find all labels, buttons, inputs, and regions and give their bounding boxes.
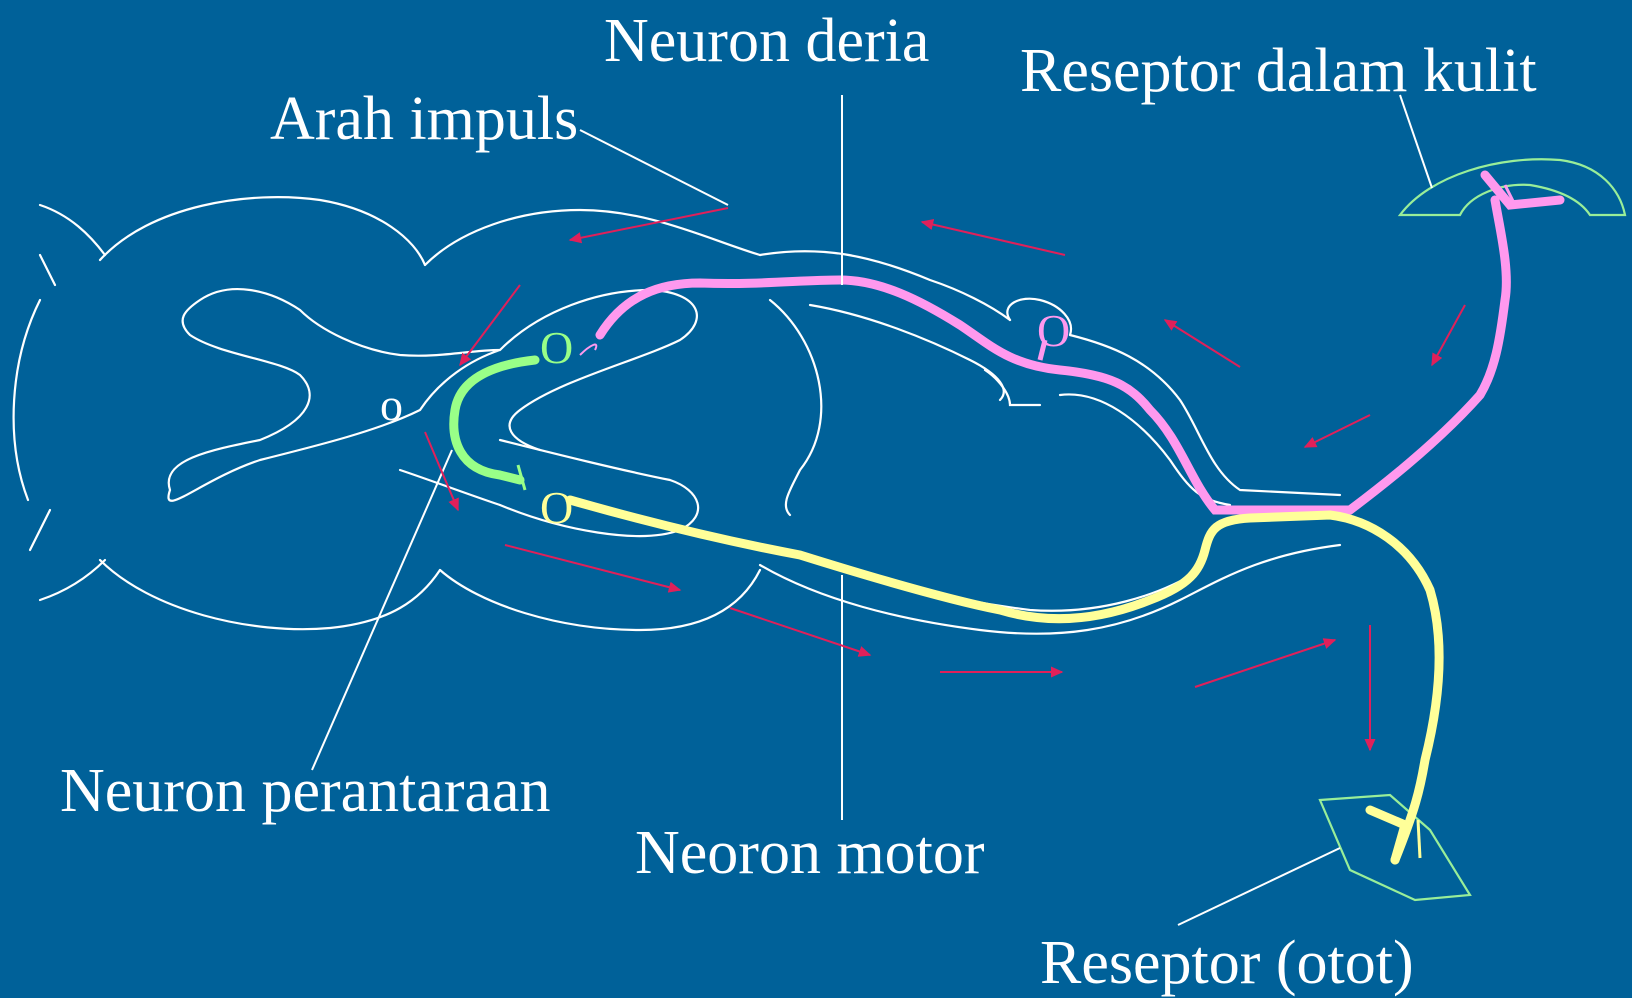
label-relay-neuron: Neuron perantaraan bbox=[60, 757, 551, 825]
leader-relay-neuron bbox=[311, 449, 453, 771]
spinal-cord-right-lobe bbox=[423, 208, 762, 267]
skin-receptor-shape bbox=[1397, 158, 1627, 217]
ganglion-cell-body-marker: O bbox=[1037, 305, 1071, 356]
label-muscle-receptor: Reseptor (otot) bbox=[1040, 929, 1414, 997]
leader-skin-receptor bbox=[1399, 94, 1433, 189]
dorsal-ganglion bbox=[1006, 297, 1073, 337]
leader-muscle-receptor bbox=[1177, 847, 1341, 926]
muscle-receptor-shape bbox=[1318, 793, 1472, 902]
dorsal-root bbox=[498, 288, 698, 452]
relay-neuron-fiber bbox=[449, 355, 540, 485]
label-motor-neuron: Neoron motor bbox=[635, 819, 985, 887]
sensory-synapse-marker: O bbox=[540, 322, 574, 373]
motor-neuron-fiber bbox=[565, 495, 1444, 865]
impulse-arrows bbox=[424, 207, 1466, 752]
label-skin-receptor: Reseptor dalam kulit bbox=[1020, 37, 1537, 105]
leader-impulse-direction bbox=[579, 129, 729, 206]
label-sensory-neuron: Neuron deria bbox=[604, 7, 930, 75]
spinal-cord-outline bbox=[12, 196, 1342, 635]
spinal-cord-left-lobe bbox=[98, 196, 427, 267]
relay-cell-body-marker: o bbox=[380, 379, 403, 430]
sensory-neuron-fiber bbox=[595, 195, 1511, 515]
motor-cell-body-marker: O bbox=[540, 482, 574, 533]
label-impulse-direction: Arah impuls bbox=[270, 85, 579, 153]
label-leader-lines bbox=[311, 94, 1433, 926]
grey-matter bbox=[167, 288, 501, 502]
spinal-nerve-outline bbox=[768, 298, 823, 517]
